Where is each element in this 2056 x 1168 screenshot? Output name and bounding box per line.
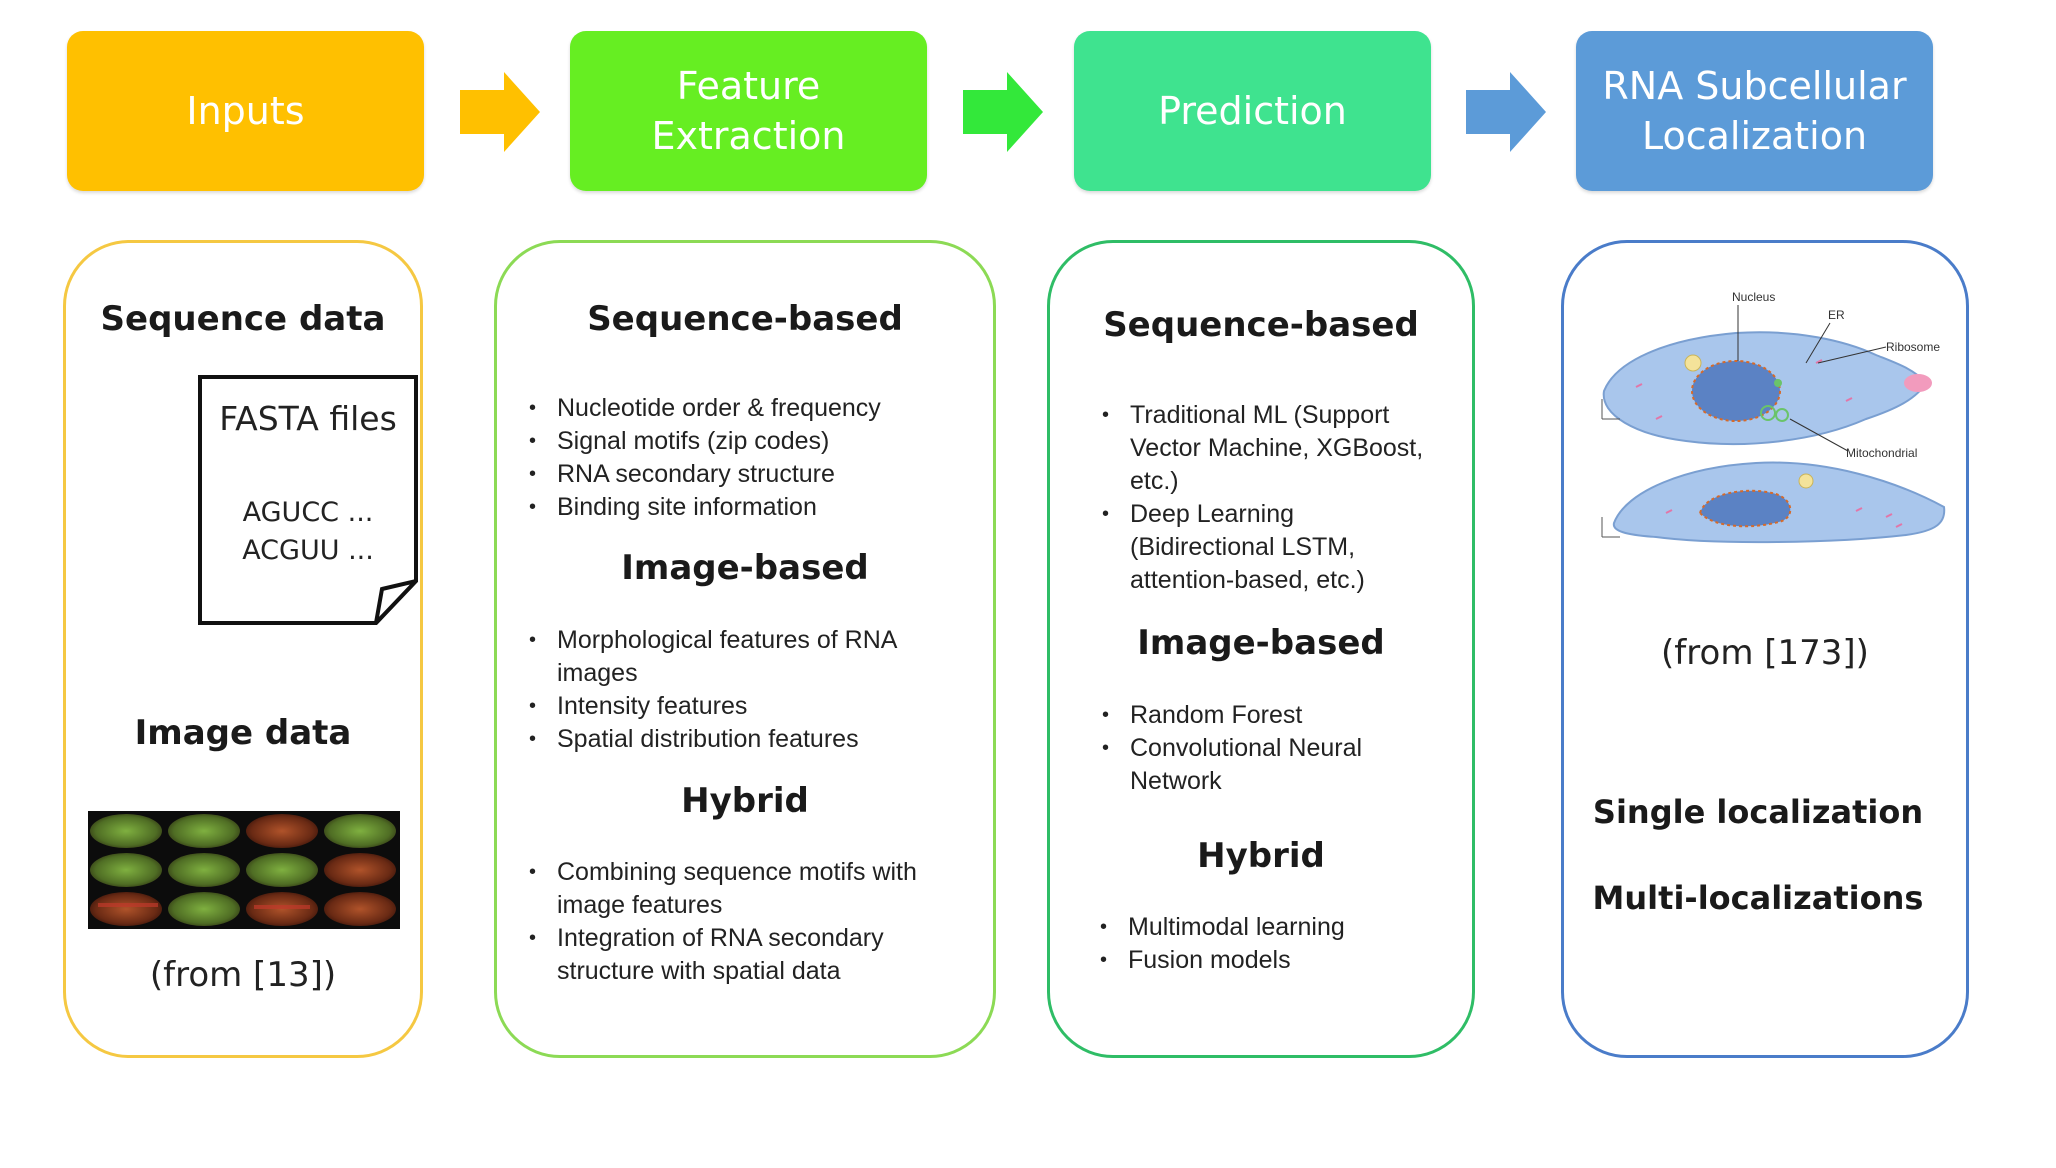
- localization-panel: Nucleus ER Ribosome Mitochondrial (from …: [1561, 240, 1969, 1058]
- header-label-line2: Localization: [1641, 114, 1868, 158]
- arrow-right-icon: [460, 72, 540, 152]
- inputs-panel: Sequence data FASTA files AGUCC ... ACGU…: [63, 240, 423, 1058]
- list-item: Traditional ML (Support Vector Machine, …: [1100, 399, 1430, 498]
- fasta-sequence-2: ACGUU ...: [242, 535, 374, 566]
- single-localization-label: Single localization: [1592, 793, 1924, 831]
- cell-illustration: Nucleus ER Ribosome Mitochondrial: [1596, 290, 1962, 557]
- feature-extraction-panel: Sequence-based Nucleotide order & freque…: [494, 240, 996, 1058]
- list-item: Nucleotide order & frequency: [527, 392, 972, 425]
- image-based-title: Image-based: [1137, 623, 1385, 663]
- sequence-based-title: Sequence-based: [587, 299, 903, 339]
- fasta-title: FASTA files: [219, 399, 397, 438]
- sequence-feature-list: Nucleotide order & frequency Signal moti…: [527, 392, 972, 524]
- image-source-caption: (from [13]): [149, 955, 337, 995]
- hybrid-feature-list: Combining sequence motifs with image fea…: [527, 856, 967, 988]
- list-item: Intensity features: [527, 690, 947, 723]
- sequence-model-list: Traditional ML (Support Vector Machine, …: [1100, 399, 1430, 597]
- list-item: Fusion models: [1098, 944, 1428, 977]
- sequence-based-title: Sequence-based: [1103, 305, 1419, 345]
- hybrid-model-list: Multimodal learning Fusion models: [1098, 911, 1428, 977]
- localization-header: RNA Subcellular Localization: [1576, 31, 1933, 191]
- prediction-panel: Sequence-based Traditional ML (Support V…: [1047, 240, 1475, 1058]
- list-item: Combining sequence motifs with image fea…: [527, 856, 967, 922]
- list-item: RNA secondary structure: [527, 458, 972, 491]
- list-item: Binding site information: [527, 491, 972, 524]
- header-label-line1: RNA Subcellular: [1602, 64, 1907, 108]
- sequence-data-title: Sequence data: [100, 299, 386, 339]
- feature-extraction-header: Feature Extraction: [570, 31, 927, 191]
- list-item: Random Forest: [1100, 699, 1410, 732]
- header-label: Prediction: [1158, 89, 1347, 133]
- hybrid-title: Hybrid: [1197, 836, 1325, 876]
- er-label: ER: [1828, 308, 1845, 322]
- prediction-header: Prediction: [1074, 31, 1431, 191]
- hybrid-title: Hybrid: [681, 781, 809, 821]
- list-item: Morphological features of RNA images: [527, 624, 947, 690]
- embryo-image: [88, 811, 400, 929]
- list-item: Signal motifs (zip codes): [527, 425, 972, 458]
- arrow-right-icon: [963, 72, 1043, 152]
- image-based-title: Image-based: [621, 548, 869, 588]
- fasta-file-document: FASTA files AGUCC ... ACGUU ...: [198, 375, 418, 625]
- nucleus-label: Nucleus: [1732, 291, 1775, 304]
- image-model-list: Random Forest Convolutional Neural Netwo…: [1100, 699, 1410, 798]
- list-item: Spatial distribution features: [527, 723, 947, 756]
- inputs-header: Inputs: [67, 31, 424, 191]
- cell-source-caption: (from [173]): [1661, 633, 1869, 673]
- list-item: Multimodal learning: [1098, 911, 1428, 944]
- header-label: Inputs: [186, 89, 305, 133]
- header-label-line1: Feature: [676, 64, 821, 108]
- multi-localization-label: Multi-localizations: [1592, 879, 1924, 917]
- list-item: Convolutional Neural Network: [1100, 732, 1410, 798]
- list-item: Integration of RNA secondary structure w…: [527, 922, 967, 988]
- image-data-title: Image data: [134, 713, 352, 753]
- ribosome-label: Ribosome: [1886, 340, 1940, 354]
- list-item: Deep Learning (Bidirectional LSTM, atten…: [1100, 498, 1430, 597]
- image-feature-list: Morphological features of RNA images Int…: [527, 624, 947, 756]
- mitochondrial-label: Mitochondrial: [1846, 446, 1917, 460]
- document-icon: [198, 375, 418, 625]
- fasta-sequence-1: AGUCC ...: [242, 497, 374, 528]
- arrow-right-icon: [1466, 72, 1546, 152]
- header-label-line2: Extraction: [651, 114, 846, 158]
